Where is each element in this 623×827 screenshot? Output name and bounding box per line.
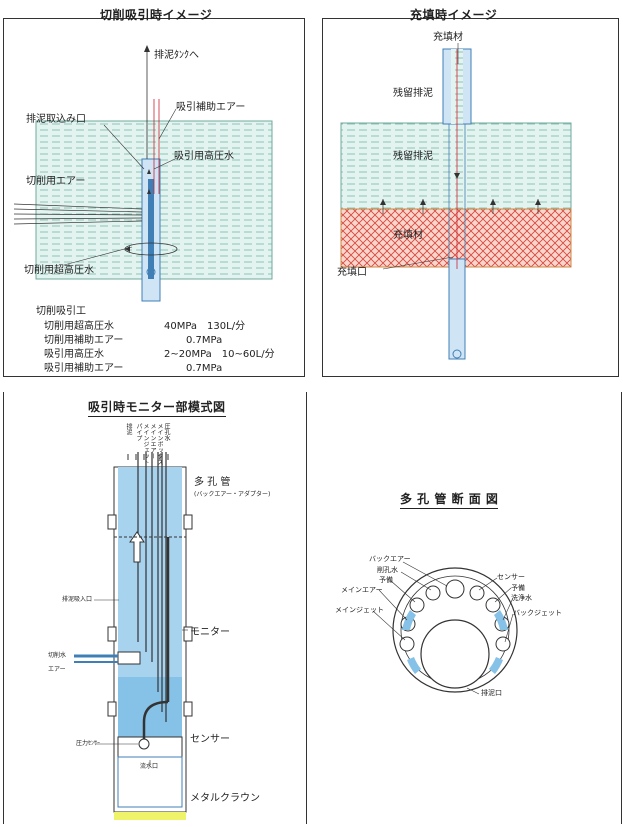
label-suction-water: 吸引用高圧水 [174,151,234,162]
label-intake: 排泥取込み口 [26,114,86,125]
label-cut-water: 切削用超高圧水 [24,265,94,276]
label-main-jet: メインジェット [335,606,384,614]
label-multi-pipe: 多 孔 管 [194,477,231,488]
title-monitor-schematic: 吸引時モニター部模式図 [88,398,226,417]
label-main-air: メインエアー [341,586,383,594]
panel-cutting-suction: 排泥ﾀﾝｸへ 吸引補助エアー 排泥取込み口 吸引用高圧水 切削用エアー 切削用超… [3,18,305,377]
title-cross-section: 多 孔 管 断 面 図 [400,490,499,509]
vertical-label: 圧孔水 [163,423,170,441]
label-to-tank: 排泥ﾀﾝｸへ [154,50,199,61]
label-fill-material-mid: 充填材 [393,230,423,241]
label-mud-port: 排泥口 [481,689,502,697]
label-sensor: センサー [190,734,230,745]
spec-value: 40MPa 130L/分 [164,321,246,332]
label-aux-air: 吸引補助エアー [176,102,246,113]
label-back-air: バックエアー [369,555,411,563]
spec-row: 吸引用高圧水 [44,350,104,360]
label-cut-water: 切削水 [48,652,67,659]
spec-name: 切削用超高圧水 [44,321,114,332]
spec-title: 切削吸引工 [36,306,86,317]
label-spare-left: 予備 [379,576,393,584]
filling-drawing [340,43,572,360]
label-air: エアー [48,666,66,673]
label-mud-intake: 排泥吸入口 [62,596,93,603]
spec-value: 0.7MPa [186,335,223,346]
label-cut-air: 切削用エアー [26,176,86,187]
label-hole-water: 削孔水 [377,566,398,574]
label-residual-mid: 残留排泥 [393,151,433,162]
monitor-drawing [74,452,193,820]
label-sensor-r: センサー [497,573,525,581]
spec-name: 吸引用高圧水 [44,349,104,360]
title-cutting-suction: 切削吸引時イメージ [100,8,213,22]
label-drain: 流水口 [140,763,159,770]
spec-row: 吸引用補助エアー [44,364,123,374]
label-fill-port: 充填口 [337,267,367,278]
vertical-label: メインエアー [149,423,156,459]
vertical-label: メインボックス [156,423,163,465]
spec-value: 0.7MPa [186,363,223,374]
panel-monitor-schematic: 排泥 パイプ メインジェット メインエアー メインボックス 圧孔水 多 孔 管 … [3,392,304,824]
panel-filling: 充填材 残留排泥 残留排泥 充填材 充填口 [322,18,619,377]
spec-value: 2~20MPa 10~60L/分 [164,349,275,360]
spec-name: 吸引用補助エアー [44,363,124,374]
label-back-jet: バックジェット [513,609,562,617]
cross-section-drawing [372,561,518,695]
label-residual-top: 残留排泥 [393,88,433,99]
vertical-label: メインジェット [142,423,149,465]
spec-name: 切削用補助エアー [44,335,124,346]
vertical-label: パイプ [135,423,142,441]
label-fill-material-top: 充填材 [433,32,463,43]
label-multi-pipe-sub: (バックエアー・アダプター) [194,491,271,498]
spec-row: 切削用超高圧水 [44,322,114,332]
cutting-suction-drawing [13,45,273,302]
label-pressure-sensor: 圧力ｾﾝｻｰ [76,740,101,747]
label-spare-right: 予備 [511,584,525,592]
panel-cross-section: バックエアー 削孔水 予備 メインエアー メインジェット センサー 予備 洗浄水… [306,392,622,824]
spec-row: 切削用補助エアー [44,336,123,346]
label-wash-water: 洗浄水 [511,594,532,602]
title-filling: 充填時イメージ [410,8,498,22]
label-monitor: モニター [190,627,230,638]
vertical-label: 排泥 [125,423,132,435]
label-metal-crown: メタルクラウン [190,793,260,804]
